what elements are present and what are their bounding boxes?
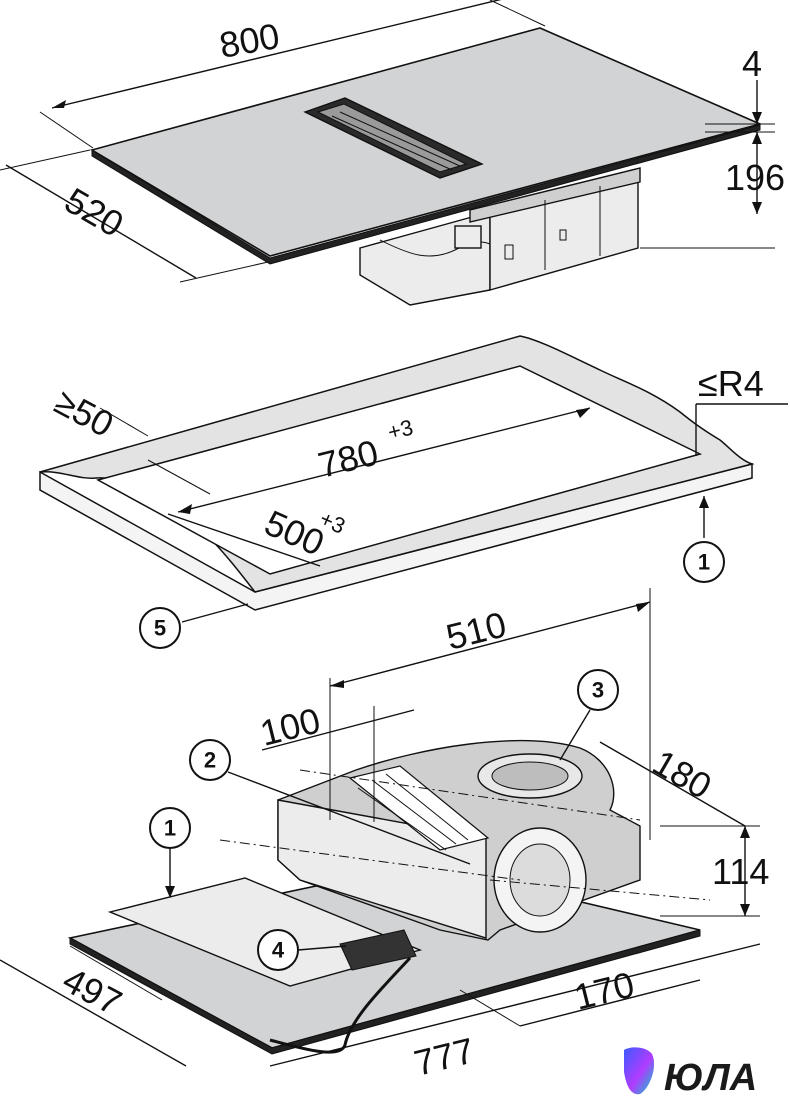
svg-text:2: 2 [204,748,216,773]
svg-text:1: 1 [164,816,176,841]
svg-text:5: 5 [154,616,166,641]
cooking-zone-box [107,877,423,987]
dim-edge-min: ≥50 [48,381,120,445]
svg-text:1: 1 [698,550,710,575]
yula-logo-text: ЮЛА [664,1057,757,1099]
dim-520: 520 [58,179,131,245]
dim-196: 196 [725,157,785,198]
power-cable [269,956,412,1054]
dim-180: 180 [646,741,719,807]
callout-5 [139,607,181,649]
grille-icon [348,765,490,851]
callout-3 [577,669,619,711]
cooktop-connector [454,225,482,249]
dim-100: 100 [256,699,324,753]
callout-2 [189,739,231,781]
connector-4 [339,929,417,971]
dim-170: 170 [570,963,638,1017]
dim-cutout-width-tol: +3 [385,415,415,445]
dim-800: 800 [216,15,282,66]
dim-777: 777 [410,1029,478,1083]
svg-text:4: 4 [272,938,285,963]
yula-logo-icon [624,1047,655,1095]
yula-logo: ЮЛА [624,1047,757,1099]
cooktop-illustration: 800 520 4 196 [0,0,785,306]
dim-510: 510 [442,603,510,657]
cooktop-glass-edge [91,124,761,265]
dim-114: 114 [712,851,769,892]
dim-radius: ≤R4 [698,363,764,404]
dim-4: 4 [742,43,762,84]
underside-illustration: 510 100 180 114 170 497 777 3 2 1 4 [0,588,769,1084]
callout-1-top [683,541,725,583]
svg-text:3: 3 [592,678,604,703]
worktop-cutout-illustration: ≥50 780 +3 500 +3 ≤R4 1 5 [39,335,788,649]
cooktop-underbox-top [469,167,641,223]
